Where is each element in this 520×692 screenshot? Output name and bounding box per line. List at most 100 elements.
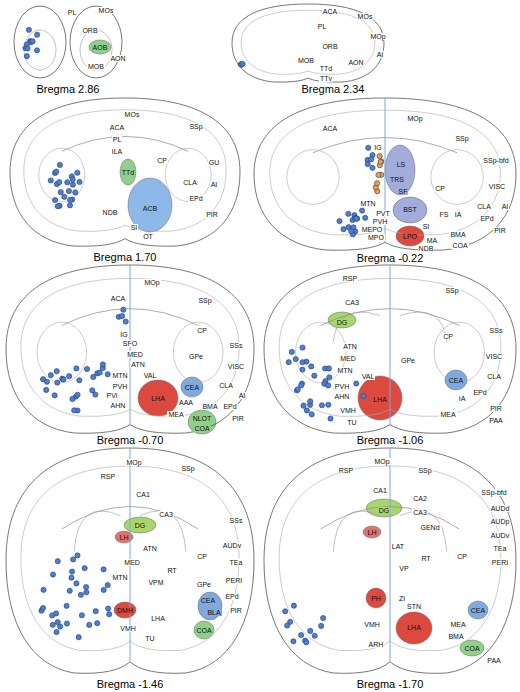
site-dot — [369, 157, 374, 162]
site-dot — [349, 228, 354, 233]
section-outline — [70, 6, 122, 78]
site-dot — [101, 567, 106, 572]
site-dot — [84, 366, 89, 371]
label-box: BMA — [201, 403, 218, 410]
site-dot — [354, 381, 359, 386]
region-label: VAL — [143, 372, 158, 379]
region-label: PL — [317, 23, 328, 30]
site-dot — [54, 369, 59, 374]
region-label: LH — [119, 534, 130, 541]
region-label: PAA — [486, 657, 502, 664]
region-label: CA1 — [135, 491, 151, 498]
site-dot — [300, 367, 305, 372]
region-label: PERI — [491, 559, 509, 566]
region-label: AUDd — [490, 505, 511, 512]
region-label: PIR — [489, 405, 503, 412]
region-label: PVH — [334, 383, 350, 390]
label-box: PIR — [231, 415, 245, 422]
region-label: MOB — [87, 63, 105, 70]
region-label: ZI — [398, 595, 406, 602]
site-dot — [67, 588, 72, 593]
region-label: PVi — [106, 392, 119, 399]
region-boundary — [431, 150, 483, 205]
region-label: AUDp — [490, 518, 511, 525]
site-dot — [288, 619, 293, 624]
label-box: LHA — [150, 615, 166, 622]
region-label: AON — [109, 55, 126, 62]
label-box: LH — [367, 529, 378, 536]
region-fill — [385, 145, 415, 195]
label-box: PERI — [491, 559, 509, 566]
site-dot — [289, 349, 294, 354]
site-dot — [379, 159, 384, 164]
region-label: MOs — [98, 7, 115, 14]
site-dot — [363, 215, 368, 220]
region-label: MOB — [297, 57, 315, 64]
site-dot — [119, 313, 124, 318]
region-label: COA — [195, 627, 212, 634]
label-box: AON — [347, 59, 364, 66]
label-box: PERI — [225, 577, 243, 584]
site-dot — [366, 145, 371, 150]
label-box: IA — [458, 395, 467, 402]
site-dot — [77, 179, 82, 184]
region-label: ARH — [368, 641, 385, 648]
label-box: PVH — [372, 218, 388, 225]
site-dot — [300, 360, 305, 365]
site-dot — [101, 587, 106, 592]
site-dot — [299, 383, 304, 388]
region-label: EPd — [224, 593, 239, 600]
site-dot — [312, 373, 317, 378]
label-box: AAA — [178, 399, 194, 406]
label-box: VISC — [485, 353, 503, 360]
region-label: COA — [193, 425, 210, 432]
region-label: NLOT — [192, 415, 213, 422]
site-dot — [48, 178, 53, 183]
label-box: ATN — [130, 361, 145, 368]
region-label: ACA — [322, 8, 338, 15]
region-label: ACA — [110, 295, 126, 302]
region-label: GPe — [196, 581, 212, 588]
label-box: MOp — [369, 33, 386, 40]
label-box: MED — [123, 559, 141, 566]
site-dot — [291, 639, 296, 644]
region-label: MOp — [369, 33, 386, 40]
caption-box: Bregma 2.86 — [36, 83, 101, 95]
region-label: AI — [376, 51, 385, 58]
label-box: SSp — [444, 287, 459, 294]
label-box: SSs — [489, 327, 504, 334]
label-box: VMH — [119, 625, 137, 632]
label-box: CA1 — [135, 491, 151, 498]
site-dot — [78, 592, 83, 597]
region-label: ACA — [109, 124, 125, 131]
site-dot — [50, 613, 55, 618]
region-label: CA1 — [372, 487, 388, 494]
site-dot — [355, 216, 360, 221]
region-label: SSp-bfd — [480, 489, 507, 496]
site-dot — [26, 27, 31, 32]
region-label: PIR — [231, 415, 245, 422]
caption-box: Bregma -1.70 — [356, 678, 425, 690]
region-boundary — [140, 511, 186, 552]
label-box: VAL — [143, 372, 158, 379]
label-box: TTd — [319, 65, 333, 72]
site-dot — [84, 590, 89, 595]
label-box: IG — [373, 144, 382, 151]
label-box: PL — [67, 9, 78, 16]
label-box: AON — [109, 55, 126, 62]
region-label: CP — [456, 553, 468, 560]
site-dot — [50, 572, 55, 577]
region-label: BMA — [449, 231, 466, 238]
bregma-caption: Bregma -1.70 — [356, 678, 425, 690]
site-dot — [91, 374, 96, 379]
region-fill — [124, 517, 156, 533]
label-box: CA3 — [344, 299, 360, 306]
region-label: RSP — [338, 467, 354, 474]
region-label: ATN — [342, 343, 357, 350]
label-box: ATN — [142, 545, 157, 552]
caption-box: Bregma -0.22 — [356, 252, 425, 264]
region-fill — [445, 370, 467, 390]
region-label: PAA — [488, 417, 504, 424]
region-label: CP — [196, 327, 208, 334]
